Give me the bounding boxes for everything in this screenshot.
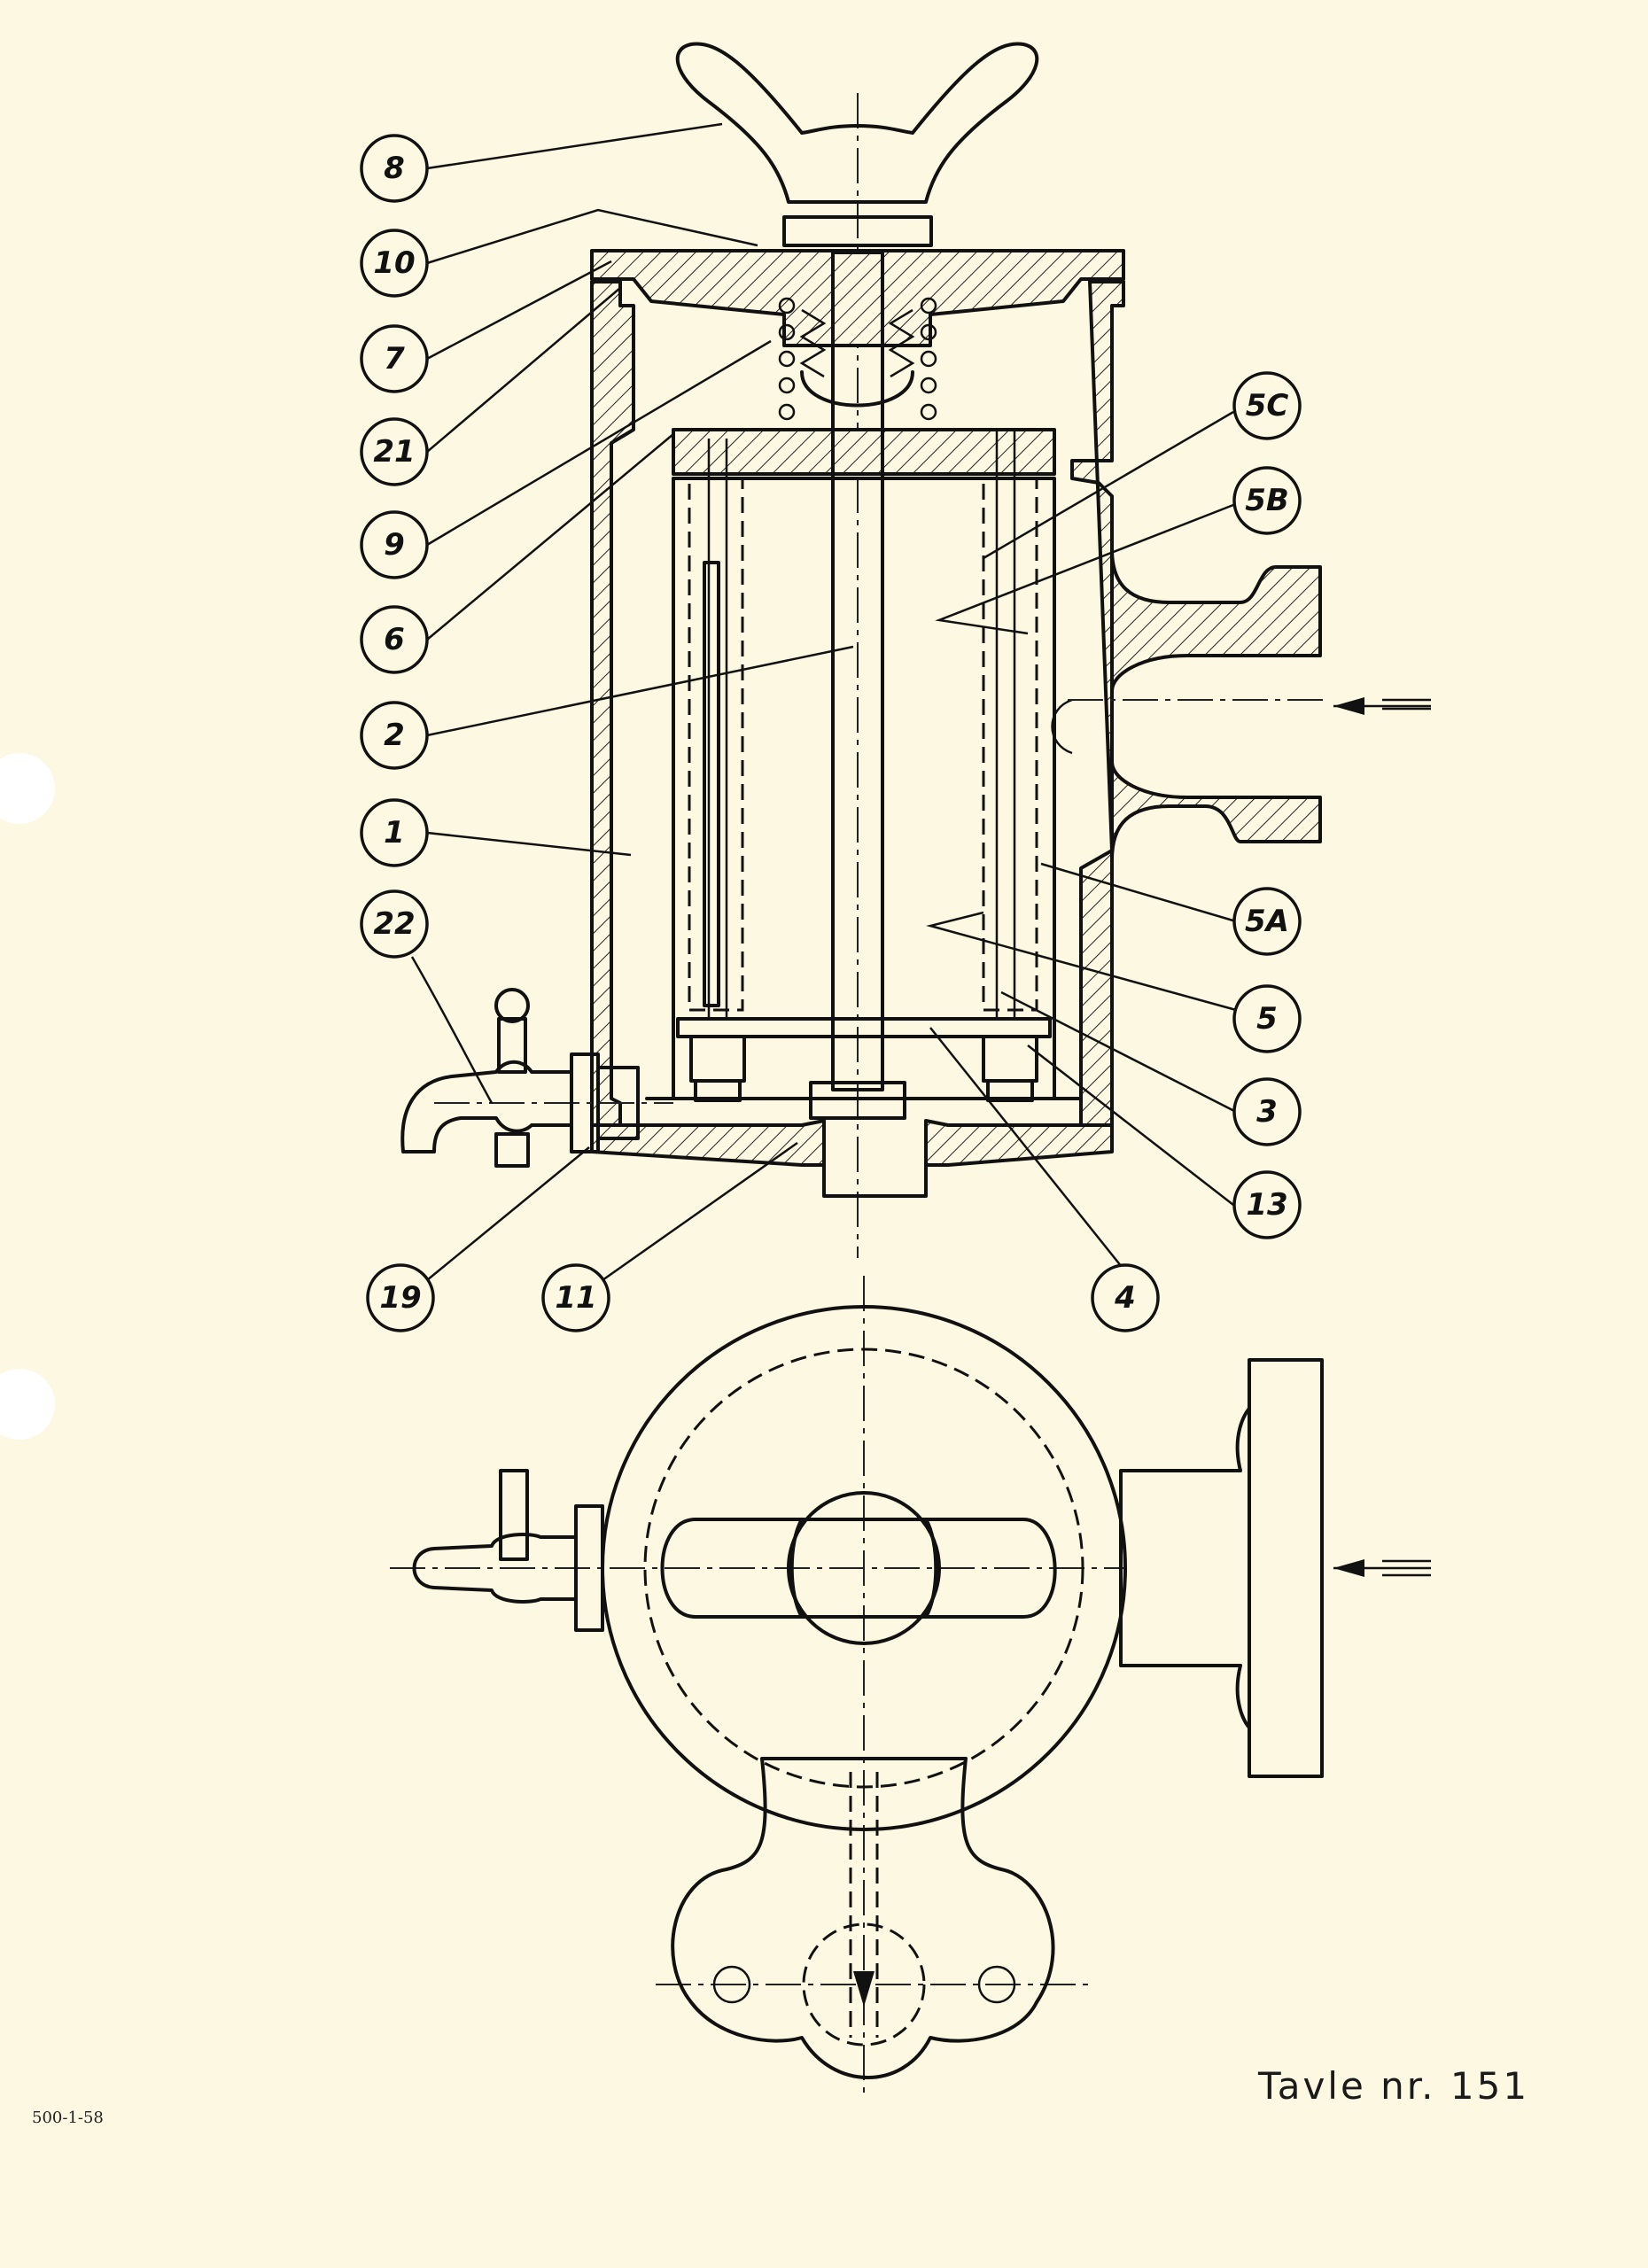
nut-right [982,1035,1038,1083]
callout-9: 9 [360,510,429,579]
svg-text:5C: 5C [1246,388,1289,423]
section-view [400,42,1431,1258]
inlet-neck [1119,1407,1251,1729]
callout-1: 1 [360,798,429,867]
svg-text:3: 3 [1256,1094,1278,1130]
callout-3: 3 [1232,1077,1302,1146]
plate-number: Tavle nr. 151 [1258,2064,1530,2108]
housing-right-wall [1070,280,1125,1127]
spring [778,297,937,421]
svg-text:5A: 5A [1245,904,1289,939]
inlet-flange [1248,1358,1324,1778]
nut-left [689,1035,746,1083]
callout-11: 11 [541,1263,610,1332]
punch-hole-upper [0,753,55,824]
callout-8: 8 [360,134,429,203]
callout-13: 13 [1232,1170,1302,1239]
svg-text:8: 8 [384,151,405,186]
callout-7: 7 [360,324,429,393]
callout-10: 10 [360,229,429,298]
callout-5a: 5A [1232,887,1302,956]
housing-bottom [590,1119,1114,1198]
svg-text:5: 5 [1256,1001,1278,1037]
callout-2: 2 [360,701,429,770]
callout-5c: 5C [1232,371,1302,440]
svg-text:10: 10 [373,245,415,281]
callout-19: 19 [366,1263,435,1332]
inlet-branch-lower [1110,760,1322,861]
svg-text:9: 9 [384,527,405,563]
drain-cock [400,988,573,1168]
bottom-plate [676,1017,1052,1038]
svg-text:19: 19 [379,1280,421,1316]
filter-basket [688,430,1038,1019]
callout-5: 5 [1232,984,1302,1053]
svg-text:13: 13 [1246,1187,1287,1223]
punch-hole-lower [0,1369,55,1440]
svg-text:11: 11 [555,1280,596,1316]
wing-nut [675,42,1039,204]
cover [590,249,1125,347]
wing-nut-plan [660,1518,1057,1619]
svg-text:2: 2 [384,718,405,753]
leader-lines [410,122,1237,1294]
callout-22: 22 [360,889,429,959]
print-code: 500-1-58 [32,2109,104,2127]
callout-6: 6 [360,605,429,674]
svg-text:7: 7 [384,341,405,377]
inlet-branch [1110,548,1322,693]
housing-left-wall [590,280,635,1127]
svg-text:21: 21 [373,434,415,470]
svg-text:22: 22 [373,906,415,942]
svg-text:6: 6 [384,622,405,657]
outlet-foot [671,1757,1055,2079]
svg-text:4: 4 [1114,1280,1136,1316]
top-plate [672,428,1056,476]
spindle [831,251,884,1091]
plan-view [390,1276,1431,2100]
callout-4: 4 [1091,1263,1160,1332]
svg-text:1: 1 [384,815,405,850]
callout-5b: 5B [1232,466,1302,535]
svg-text:5B: 5B [1245,483,1289,518]
callout-21: 21 [360,417,429,486]
wing-nut-washer [782,215,933,247]
